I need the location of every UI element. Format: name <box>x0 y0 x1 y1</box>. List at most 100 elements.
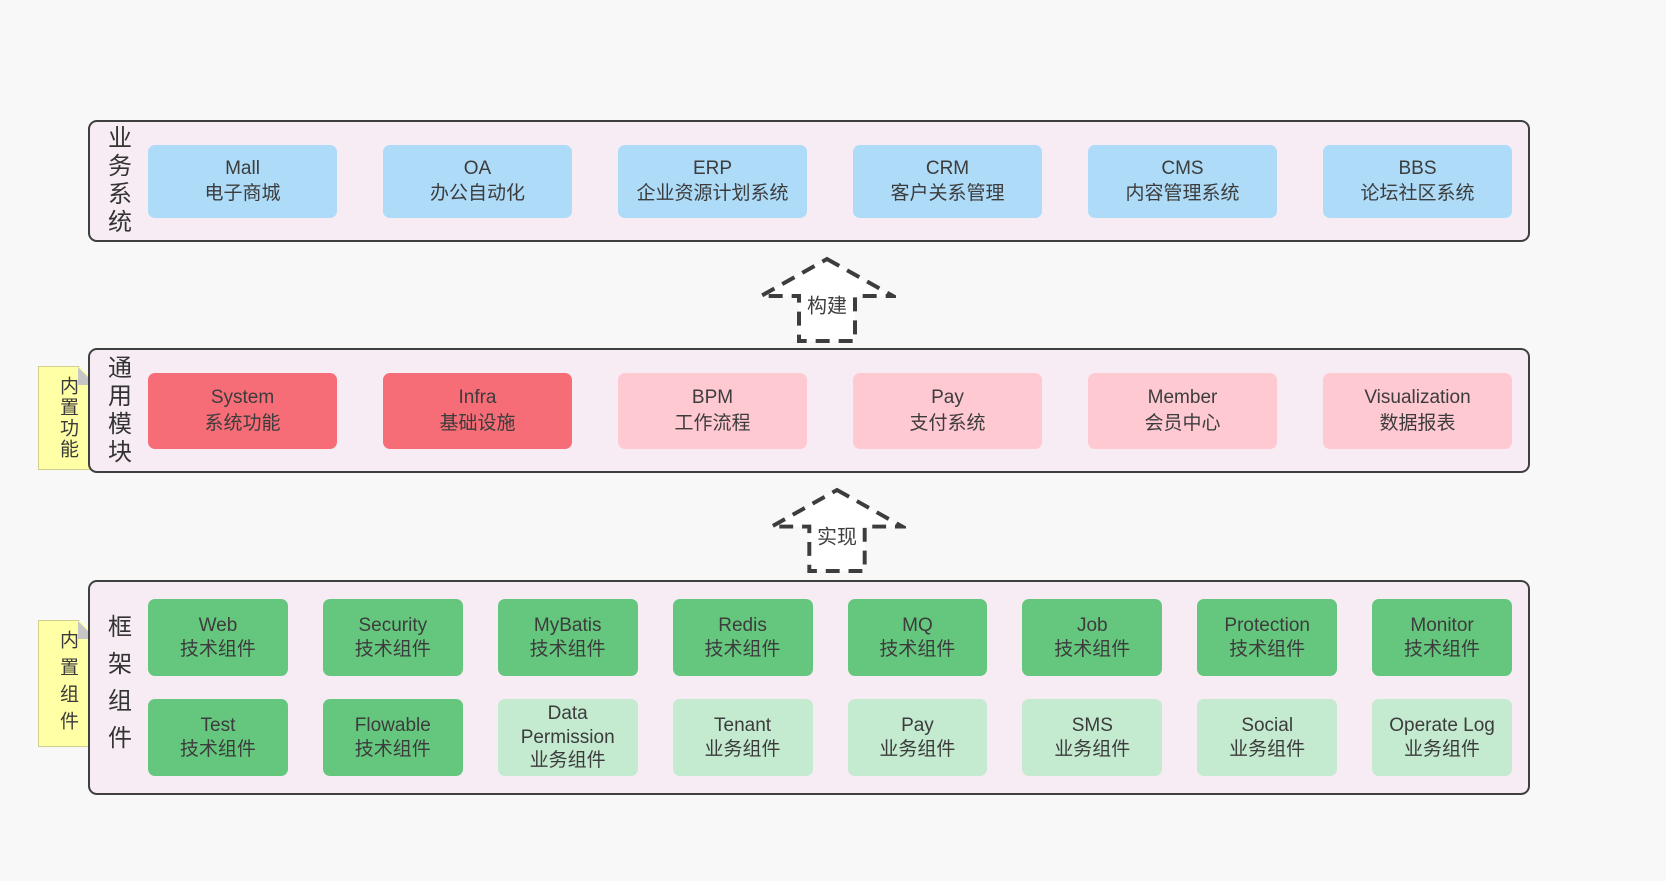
module-box: Data Permission 业务组件 <box>497 699 638 776</box>
framework-rows: Web 技术组件 Security 技术组件 MyBatis 技术组件 Redi… <box>144 582 1528 793</box>
module-box-desc: 工作流程 <box>674 412 751 434</box>
module-box-name: Infra <box>458 387 497 409</box>
module-box-name: CMS <box>1161 157 1204 179</box>
module-box: CRM 客户关系管理 <box>853 144 1042 218</box>
sticky-built-in-functions-label: 内置功能 <box>57 376 78 460</box>
module-box-name: Operate Log <box>1389 714 1495 736</box>
module-box: Pay 支付系统 <box>853 372 1042 449</box>
module-box: Web 技术组件 <box>148 599 288 676</box>
module-box-desc: 技术组件 <box>179 738 256 760</box>
framework-row-1: Web 技术组件 Security 技术组件 MyBatis 技术组件 Redi… <box>148 599 1512 676</box>
module-boxes: System 系统功能 Infra 基础设施 BPM 工作流程 Pay 支付系统… <box>144 350 1528 471</box>
module-box-desc: 论坛社区系统 <box>1360 183 1475 204</box>
implement-arrow-label: 实现 <box>814 519 860 551</box>
module-box-desc: 基础设施 <box>439 412 516 434</box>
module-box-desc: 技术组件 <box>354 638 431 660</box>
module-box: Monitor 技术组件 <box>1372 599 1512 676</box>
module-box-name: Mall <box>225 157 260 179</box>
sticky-built-in-components: 内置组件 <box>38 620 97 747</box>
module-box: Visualization 数据报表 <box>1323 372 1512 449</box>
module-box-name: OA <box>463 157 492 179</box>
module-box-name: Monitor <box>1410 614 1474 636</box>
module-box-name: SMS <box>1071 714 1113 736</box>
module-box-name: Pay <box>901 714 934 736</box>
module-box: Mall 电子商城 <box>148 144 337 218</box>
module-box: Pay 业务组件 <box>847 699 988 776</box>
module-box-name: Member <box>1147 387 1218 409</box>
module-box: BBS 论坛社区系统 <box>1323 144 1512 218</box>
build-arrow: 构建 <box>753 256 901 344</box>
module-box: Operate Log 业务组件 <box>1372 699 1512 776</box>
module-box: MyBatis 技术组件 <box>497 599 638 676</box>
module-box-name: Web <box>198 614 238 636</box>
module-box-desc: 支付系统 <box>909 412 986 434</box>
implement-arrow: 实现 <box>764 487 910 574</box>
module-box-name: BBS <box>1398 157 1437 179</box>
module-box: Infra 基础设施 <box>383 372 572 449</box>
module-box-desc: 业务组件 <box>1404 738 1481 760</box>
module-box: Flowable 技术组件 <box>322 699 463 776</box>
module-box-desc: 技术组件 <box>1229 638 1306 660</box>
module-box: Social 业务组件 <box>1197 699 1338 776</box>
module-box: BPM 工作流程 <box>618 372 807 449</box>
module-box-desc: 技术组件 <box>354 738 431 760</box>
panel-modules-label: 通用模块 <box>103 354 131 467</box>
panel-common-modules: 通用模块 System 系统功能 Infra 基础设施 BPM 工作流程 Pay… <box>88 348 1530 473</box>
module-box: SMS 业务组件 <box>1022 699 1163 776</box>
module-box-desc: 电子商城 <box>204 183 281 204</box>
module-box-desc: 会员中心 <box>1144 412 1221 434</box>
panel-business-systems: 业务系统 Mall 电子商城 OA 办公自动化 ERP 企业资源计划系统 CRM… <box>88 120 1530 242</box>
module-box-desc: 技术组件 <box>179 638 256 660</box>
framework-row-2: Test 技术组件 Flowable 技术组件 Data Permission … <box>148 699 1512 776</box>
module-box-desc: 内容管理系统 <box>1125 183 1240 204</box>
module-box-desc: 技术组件 <box>529 638 606 660</box>
module-box: MQ 技术组件 <box>847 599 988 676</box>
module-box-desc: 技术组件 <box>704 638 781 660</box>
module-box-name: System <box>210 387 275 409</box>
module-box: Job 技术组件 <box>1022 599 1163 676</box>
module-box-name: Flowable <box>354 714 431 736</box>
module-box-name: CRM <box>925 157 970 179</box>
module-box-name: MyBatis <box>533 614 602 636</box>
module-box-name: Protection <box>1224 614 1310 636</box>
business-boxes: Mall 电子商城 OA 办公自动化 ERP 企业资源计划系统 CRM 客户关系… <box>144 122 1528 240</box>
module-box-desc: 技术组件 <box>1054 638 1131 660</box>
module-box-name: Redis <box>718 614 767 636</box>
module-box: OA 办公自动化 <box>383 144 572 218</box>
module-box-desc: 业务组件 <box>1229 738 1306 760</box>
module-box: Test 技术组件 <box>148 699 288 776</box>
module-box-desc: 技术组件 <box>879 638 956 660</box>
module-box: Tenant 业务组件 <box>672 699 813 776</box>
module-box-desc: 业务组件 <box>529 750 606 772</box>
module-box-desc: 业务组件 <box>879 738 956 760</box>
module-box-desc: 业务组件 <box>704 738 781 760</box>
module-box-name: Data Permission <box>520 702 615 748</box>
module-box: CMS 内容管理系统 <box>1088 144 1277 218</box>
module-box-desc: 技术组件 <box>1404 638 1481 660</box>
module-box-name: Social <box>1241 714 1294 736</box>
module-box: Member 会员中心 <box>1088 372 1277 449</box>
module-box: Protection 技术组件 <box>1197 599 1338 676</box>
module-box-name: Tenant <box>714 714 772 736</box>
module-box-desc: 系统功能 <box>204 412 281 434</box>
module-box-name: MQ <box>902 614 933 636</box>
panel-framework-label: 框架组件 <box>103 613 131 762</box>
module-box-desc: 办公自动化 <box>429 183 525 204</box>
module-box-name: Job <box>1076 614 1108 636</box>
module-box: Security 技术组件 <box>322 599 463 676</box>
module-box-desc: 数据报表 <box>1379 412 1456 434</box>
panel-business-label: 业务系统 <box>103 125 131 237</box>
module-box: Redis 技术组件 <box>672 599 813 676</box>
module-box-desc: 客户关系管理 <box>890 183 1005 204</box>
module-box: ERP 企业资源计划系统 <box>618 144 807 218</box>
module-box-name: ERP <box>692 157 733 179</box>
module-box-name: Visualization <box>1364 387 1471 409</box>
module-box-name: Security <box>358 614 428 636</box>
module-box: System 系统功能 <box>148 372 337 449</box>
module-box-desc: 业务组件 <box>1054 738 1131 760</box>
sticky-built-in-components-label: 内置组件 <box>57 629 78 738</box>
module-box-desc: 企业资源计划系统 <box>636 183 789 204</box>
module-box-name: Test <box>200 714 236 736</box>
panel-framework-components: 框架组件 Web 技术组件 Security 技术组件 MyBatis 技术组件… <box>88 580 1530 795</box>
